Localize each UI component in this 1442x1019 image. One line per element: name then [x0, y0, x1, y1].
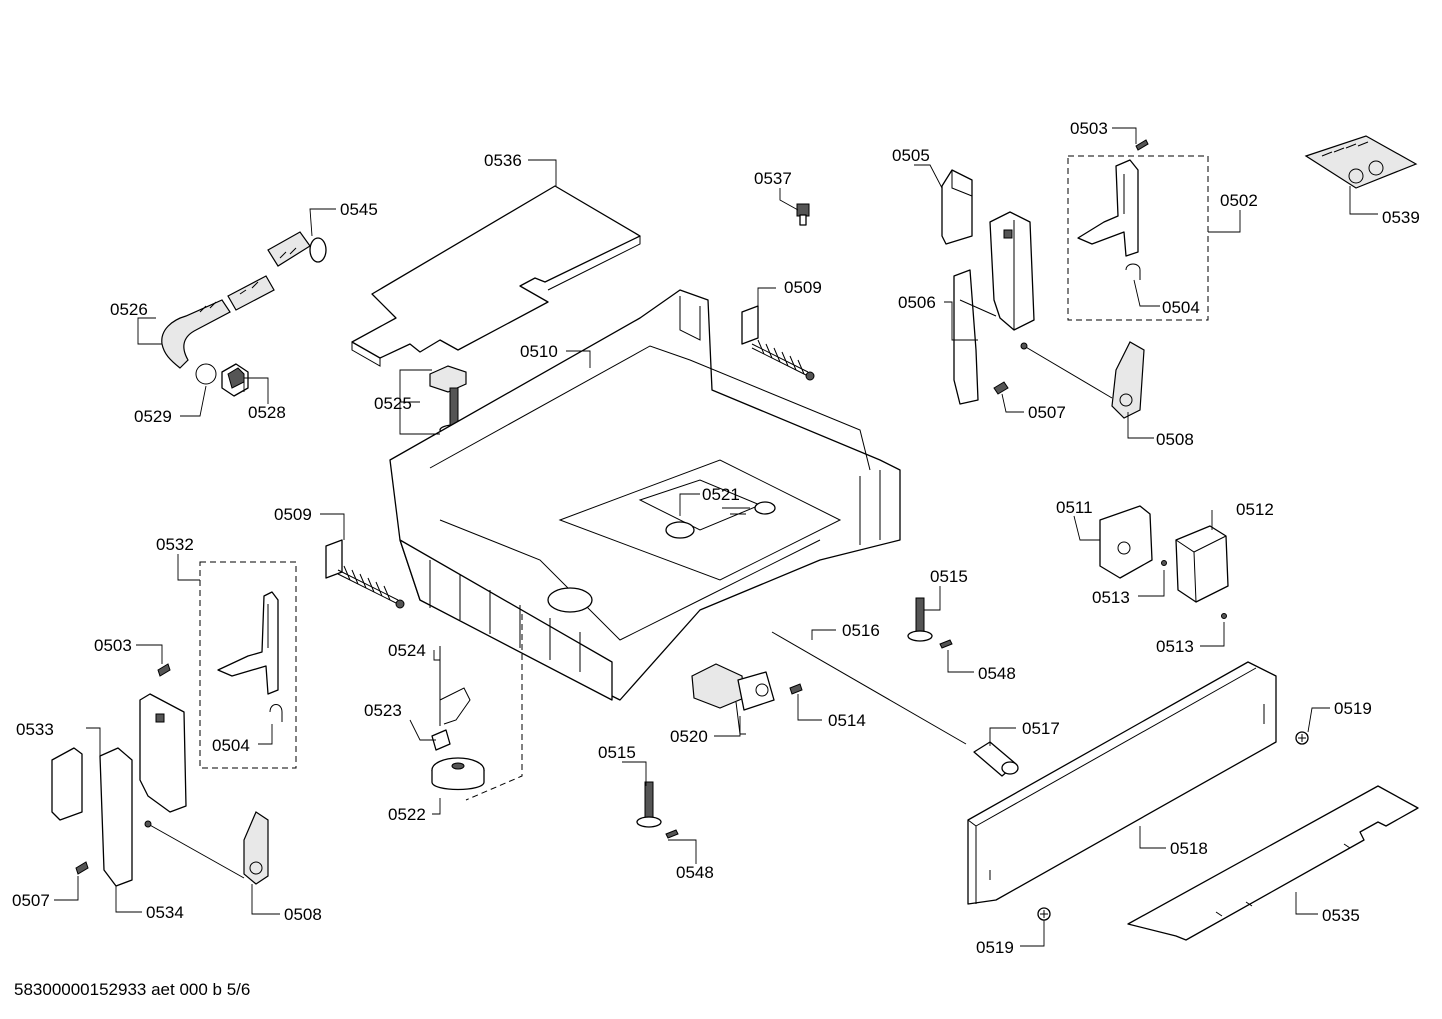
part-0517-knob	[973, 741, 1019, 777]
part-0533-bracket	[51, 747, 83, 821]
label-0507-lower: 0507	[12, 891, 50, 910]
part-0502-bracket-kit	[1067, 155, 1209, 321]
part-0523-float-switch	[431, 729, 451, 751]
part-0508-sensor-lower	[144, 811, 269, 885]
part-0504-clip-lower	[269, 704, 283, 722]
label-0525: 0525	[374, 394, 412, 413]
label-0523: 0523	[364, 701, 402, 720]
label-0512: 0512	[1236, 500, 1274, 519]
label-0504: 0504	[1162, 298, 1200, 317]
label-0529: 0529	[134, 407, 172, 426]
label-0510: 0510	[520, 342, 558, 361]
label-0545: 0545	[340, 200, 378, 219]
label-0537: 0537	[754, 169, 792, 188]
part-0536-cover-plate	[351, 185, 641, 367]
label-0534: 0534	[146, 903, 184, 922]
part-0503-screw-upper	[1135, 139, 1149, 151]
label-0521: 0521	[702, 485, 740, 504]
part-0514-screw	[789, 683, 803, 695]
part-0526-drain-hose	[161, 231, 327, 369]
part-0511-housing	[1099, 505, 1153, 579]
label-0517: 0517	[1022, 719, 1060, 738]
label-0513-lower: 0513	[1156, 637, 1194, 656]
label-0508-lower: 0508	[284, 905, 322, 924]
label-0518: 0518	[1170, 839, 1208, 858]
label-0522: 0522	[388, 805, 426, 824]
label-0524: 0524	[388, 641, 426, 660]
tub-centerline	[465, 614, 523, 801]
part-0503-screw-lower	[157, 663, 171, 677]
label-0511: 0511	[1056, 498, 1093, 517]
label-0509: 0509	[784, 278, 822, 297]
label-0535: 0535	[1322, 906, 1360, 925]
label-0515: 0515	[930, 567, 968, 586]
part-0528-hose-holder	[221, 363, 249, 397]
label-0502: 0502	[1220, 191, 1258, 210]
label-0536: 0536	[484, 151, 522, 170]
label-0515-lower: 0515	[598, 743, 636, 762]
label-0528: 0528	[248, 403, 286, 422]
part-0508-sensor-upper	[1020, 341, 1145, 419]
drawing-reference-code: 58300000152933 aet 000 b 5/6	[14, 980, 251, 999]
label-0514: 0514	[828, 711, 866, 730]
part-0548-screw-lower	[665, 829, 679, 839]
label-0509-lower: 0509	[274, 505, 312, 524]
part-0529-hose-clamp	[195, 363, 217, 385]
label-0519-lower: 0519	[976, 938, 1014, 957]
label-0519: 0519	[1334, 699, 1372, 718]
part-0519-screw-upper	[1295, 731, 1309, 745]
leader-lines	[54, 127, 1378, 947]
label-0513: 0513	[1092, 588, 1130, 607]
part-0522-sump-wheel	[431, 757, 485, 791]
label-0506: 0506	[898, 293, 936, 312]
label-0548: 0548	[978, 664, 1016, 683]
label-0503: 0503	[1070, 119, 1108, 138]
part-0534-side-bracket	[99, 693, 187, 887]
label-0516: 0516	[842, 621, 880, 640]
part-0507-screw-lower	[75, 861, 89, 875]
label-0508: 0508	[1156, 430, 1194, 449]
part-0537-connector	[796, 203, 810, 226]
part-0519-screw-lower	[1037, 907, 1051, 921]
label-0532: 0532	[156, 535, 194, 554]
label-0504-lower: 0504	[212, 736, 250, 755]
part-0548-screw-right	[939, 639, 953, 649]
part-0515-foot-right	[907, 597, 933, 642]
part-0521-float	[722, 507, 750, 515]
part-0513-screws	[1161, 560, 1227, 619]
part-0509-spring-upper	[741, 305, 815, 381]
part-0510-base-tub	[389, 289, 901, 701]
label-0503-lower: 0503	[94, 636, 132, 655]
label-0533: 0533	[16, 720, 54, 739]
label-0526: 0526	[110, 300, 148, 319]
label-0548-lower: 0548	[676, 863, 714, 882]
part-0516-rod	[771, 631, 967, 745]
part-0515-foot-lower	[636, 781, 662, 828]
part-0507-screw-upper	[993, 381, 1009, 395]
part-0506-side-bracket	[953, 211, 1035, 405]
part-labels: 0536 0537 0505 0503 0539 0502 0545 0509 …	[12, 119, 1420, 957]
label-0507: 0507	[1028, 403, 1066, 422]
exploded-parts-diagram: 0536 0537 0505 0503 0539 0502 0545 0509 …	[12, 119, 1420, 957]
part-0512-cover	[1175, 525, 1229, 603]
part-0524-rod	[439, 646, 471, 726]
part-0535-base-strip	[1127, 785, 1419, 941]
part-0504-clip-upper	[1125, 263, 1141, 280]
label-0539: 0539	[1382, 208, 1420, 227]
label-0505: 0505	[892, 146, 930, 165]
part-0509-spring-lower	[325, 539, 405, 609]
part-0505-bracket	[941, 169, 973, 245]
label-0520: 0520	[670, 727, 708, 746]
part-0532-bracket-kit	[199, 561, 297, 769]
part-0520-inlet-valve	[691, 663, 775, 735]
part-0539-screw-bag	[1304, 135, 1418, 189]
part-0518-kickplate	[967, 661, 1277, 905]
